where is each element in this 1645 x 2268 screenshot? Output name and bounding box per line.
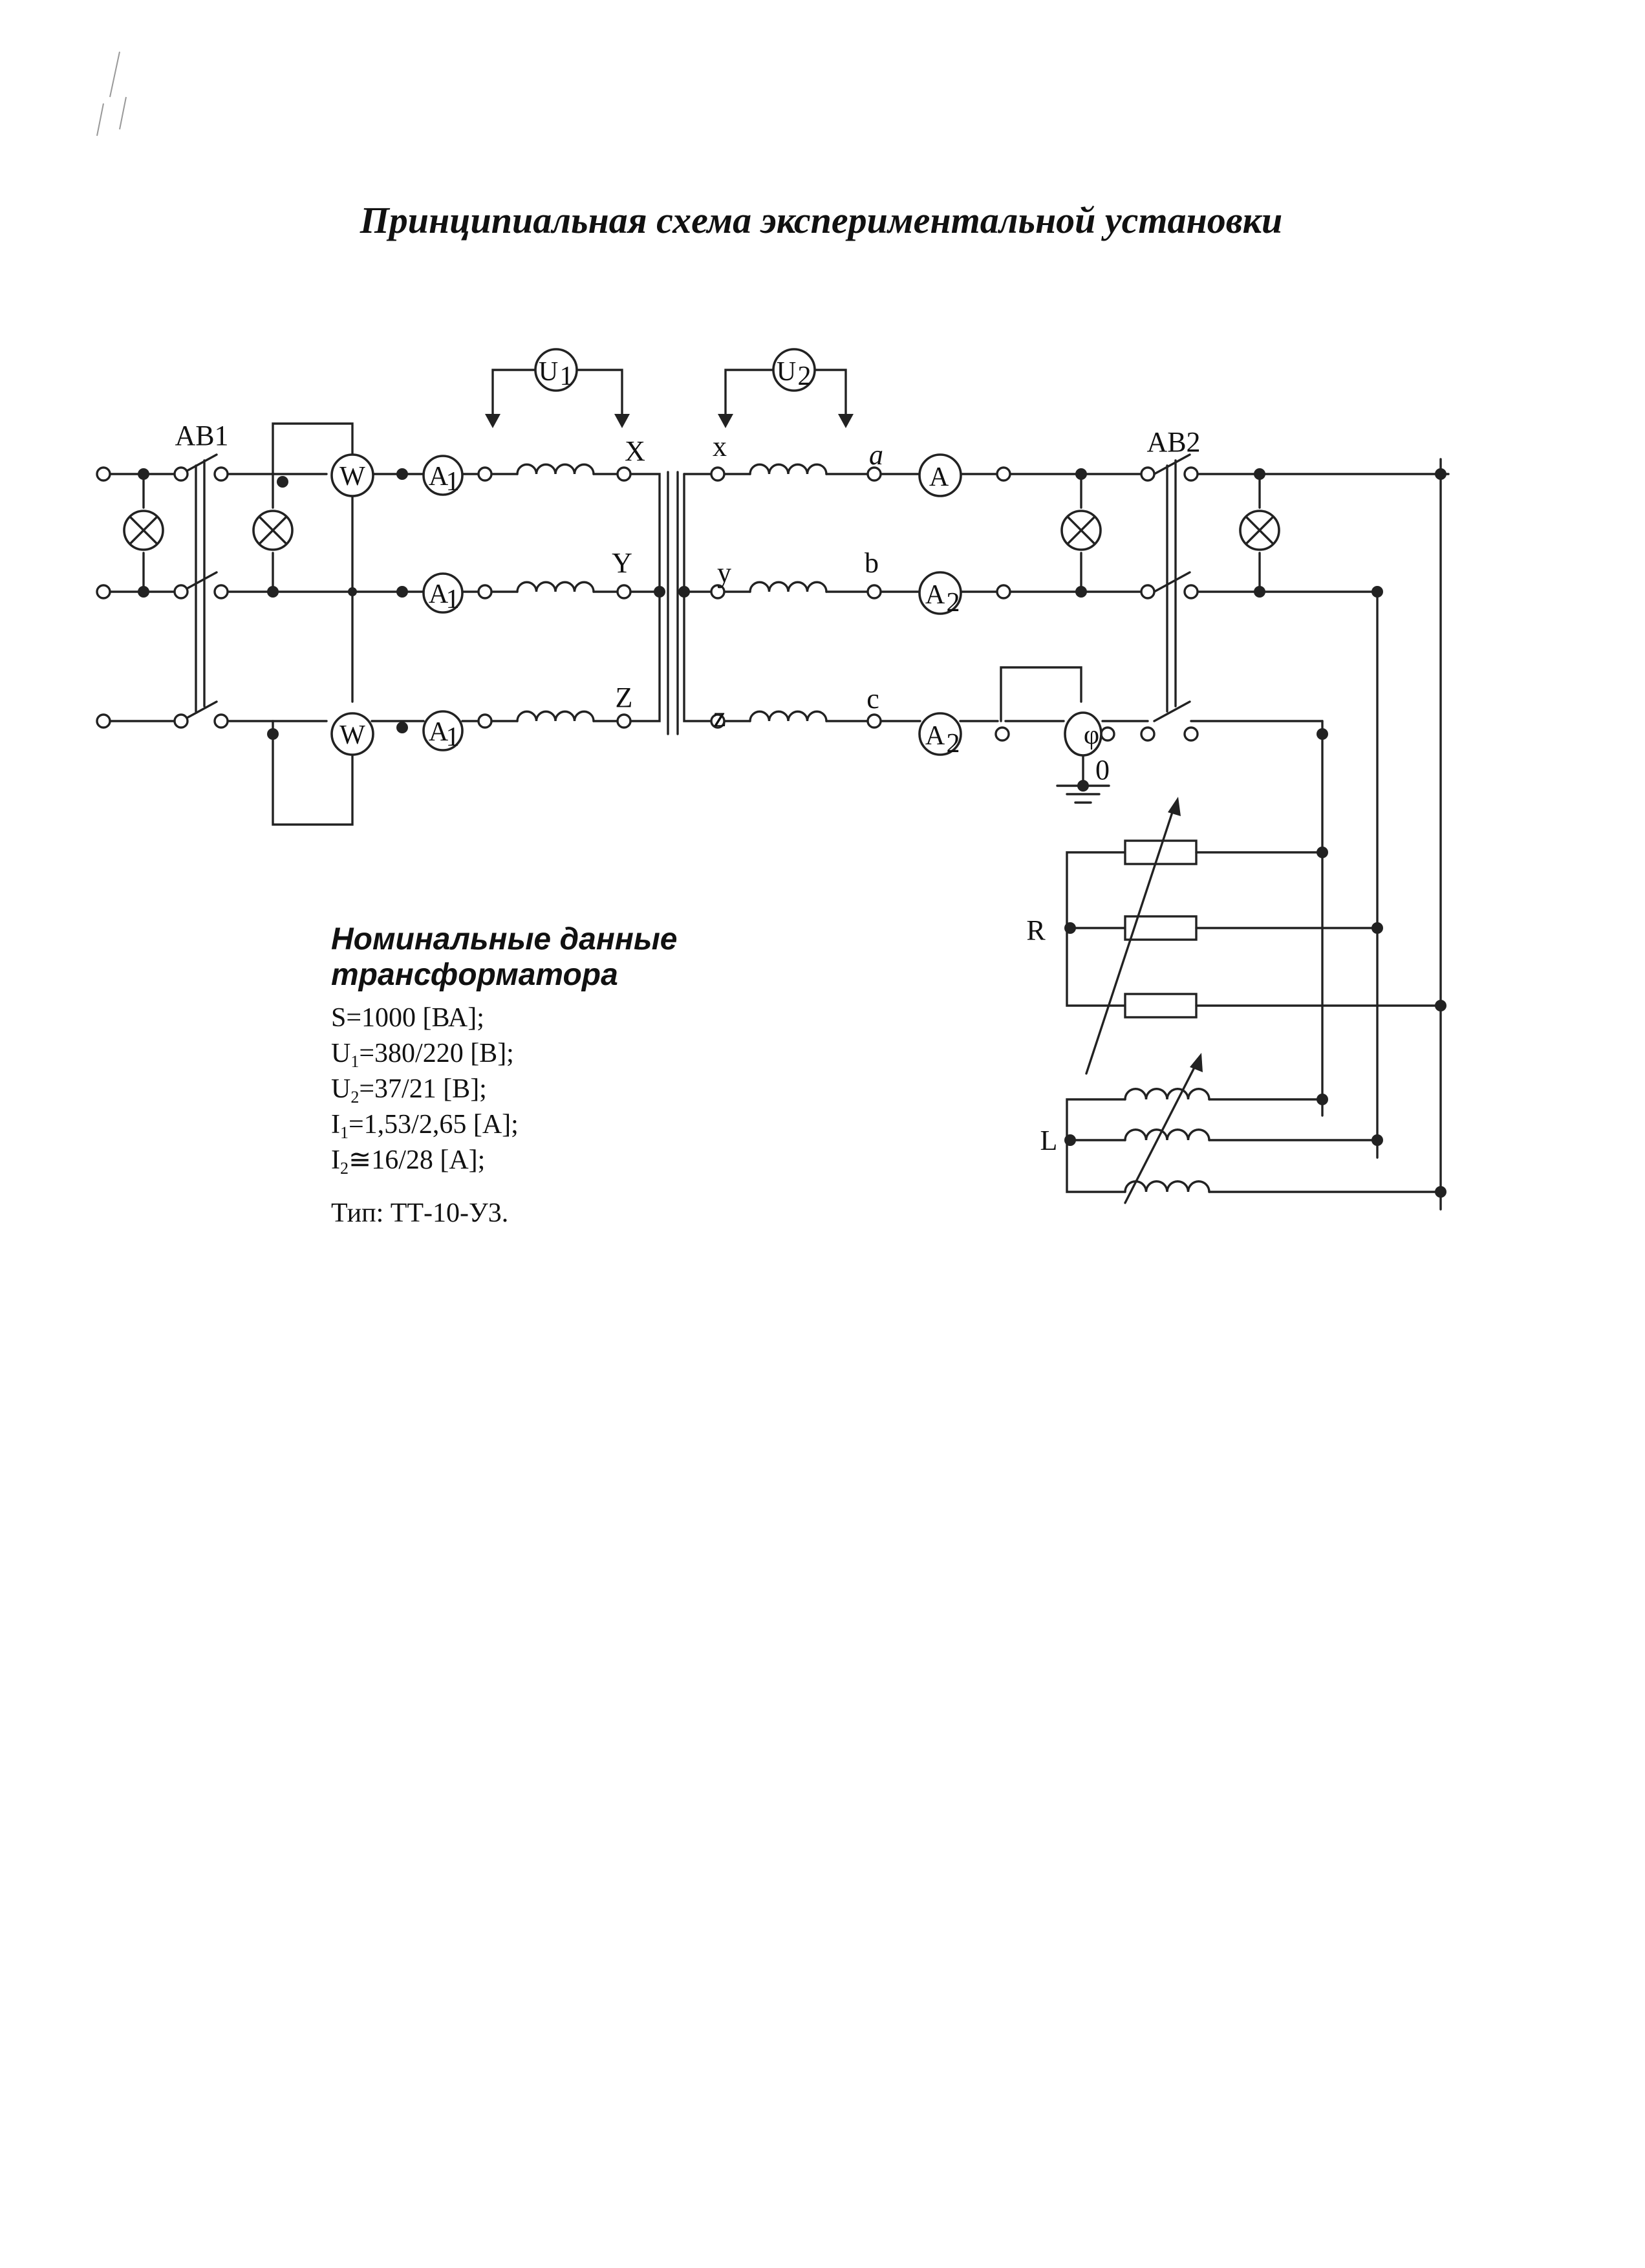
ammeter-secondary-b: A 2 (918, 571, 962, 618)
lamp-icon (123, 510, 164, 551)
svg-text:2: 2 (798, 362, 812, 391)
svg-text:A: A (429, 579, 449, 609)
svg-text:A: A (925, 580, 945, 610)
lamp-icon (1239, 510, 1280, 551)
ammeter-primary-a: A 1 (422, 455, 464, 497)
ammeter-primary-b: A 1 (422, 572, 464, 614)
svg-text:2: 2 (947, 588, 960, 618)
scan-marks (96, 51, 127, 136)
svg-text:W: W (339, 720, 365, 750)
svg-text:1: 1 (446, 585, 460, 614)
spec-line-u2: U2=37/21 [В]; (331, 1074, 487, 1107)
specs-heading-line2: трансформатора (331, 958, 618, 992)
svg-text:A: A (925, 721, 945, 751)
terminal-Y: Y (612, 547, 632, 579)
svg-text:W: W (339, 462, 365, 491)
resistor-load (1066, 797, 1442, 1075)
terminal-a: a (869, 439, 883, 471)
terminal-x: x (713, 431, 727, 462)
svg-text:1: 1 (446, 467, 460, 497)
terminal-X: X (625, 435, 645, 467)
transformer-specs: Номинальные данные трансформатора S=1000… (331, 922, 678, 1228)
primary-windings (516, 463, 595, 722)
secondary-windings (749, 463, 828, 722)
svg-text:2: 2 (947, 729, 960, 759)
phasemeter: φ 0 (1064, 711, 1110, 786)
voltmeter-u2: U 2 (718, 348, 854, 428)
secondary-side-wiring (683, 453, 1450, 1211)
inductor-label: L (1040, 1125, 1058, 1156)
terminal-c: c (866, 683, 879, 715)
spec-line-i1: I1=1,53/2,65 [А]; (331, 1110, 519, 1142)
svg-text:U: U (777, 357, 796, 387)
lamp-icon (252, 510, 294, 551)
terminals (96, 466, 1199, 742)
ammeter-secondary-a: A (918, 453, 962, 497)
svg-text:φ: φ (1084, 720, 1099, 750)
terminal-y: y (717, 557, 731, 589)
primary-side-wiring (102, 422, 661, 826)
svg-text:1: 1 (560, 362, 574, 391)
terminal-Z: Z (616, 682, 633, 713)
voltmeter-u1: U 1 (485, 348, 630, 428)
junctions (138, 468, 1446, 1198)
svg-text:A: A (429, 462, 449, 491)
spec-line-type: Тип: ТТ-10-У3. (331, 1198, 508, 1228)
svg-text:A: A (929, 462, 949, 492)
lamp-icon (1060, 510, 1102, 551)
terminal-b: b (865, 547, 879, 579)
ammeter-primary-c: A 1 (422, 710, 464, 752)
labels: АВ1 АВ2 X Y Z x y z a b c R L (175, 420, 1200, 1156)
spec-line-u1: U1=380/220 [В]; (331, 1039, 514, 1071)
wattmeter-2: W (330, 712, 374, 756)
breaker-ab2-label: АВ2 (1146, 426, 1200, 458)
svg-text:U: U (539, 357, 558, 387)
wattmeter-1: W (330, 453, 374, 497)
ammeter-secondary-c: A 2 (918, 712, 962, 759)
inductor-load (1066, 1053, 1442, 1204)
lamp-icons (123, 510, 1280, 551)
page-title: Принципиальная схема экспериментальной у… (360, 199, 1283, 241)
ground-label: 0 (1095, 754, 1110, 786)
svg-text:A: A (429, 717, 449, 747)
specs-heading-line1: Номинальные данные (331, 922, 678, 956)
resistor-label: R (1026, 914, 1046, 946)
breaker-ab1-label: АВ1 (175, 420, 228, 451)
svg-text:1: 1 (446, 722, 460, 752)
transformer-core (667, 471, 679, 735)
terminal-z: z (713, 701, 726, 733)
spec-line-i2: I2≅16/28 [А]; (331, 1145, 485, 1178)
spec-line-s: S=1000 [ВА]; (331, 1003, 484, 1033)
